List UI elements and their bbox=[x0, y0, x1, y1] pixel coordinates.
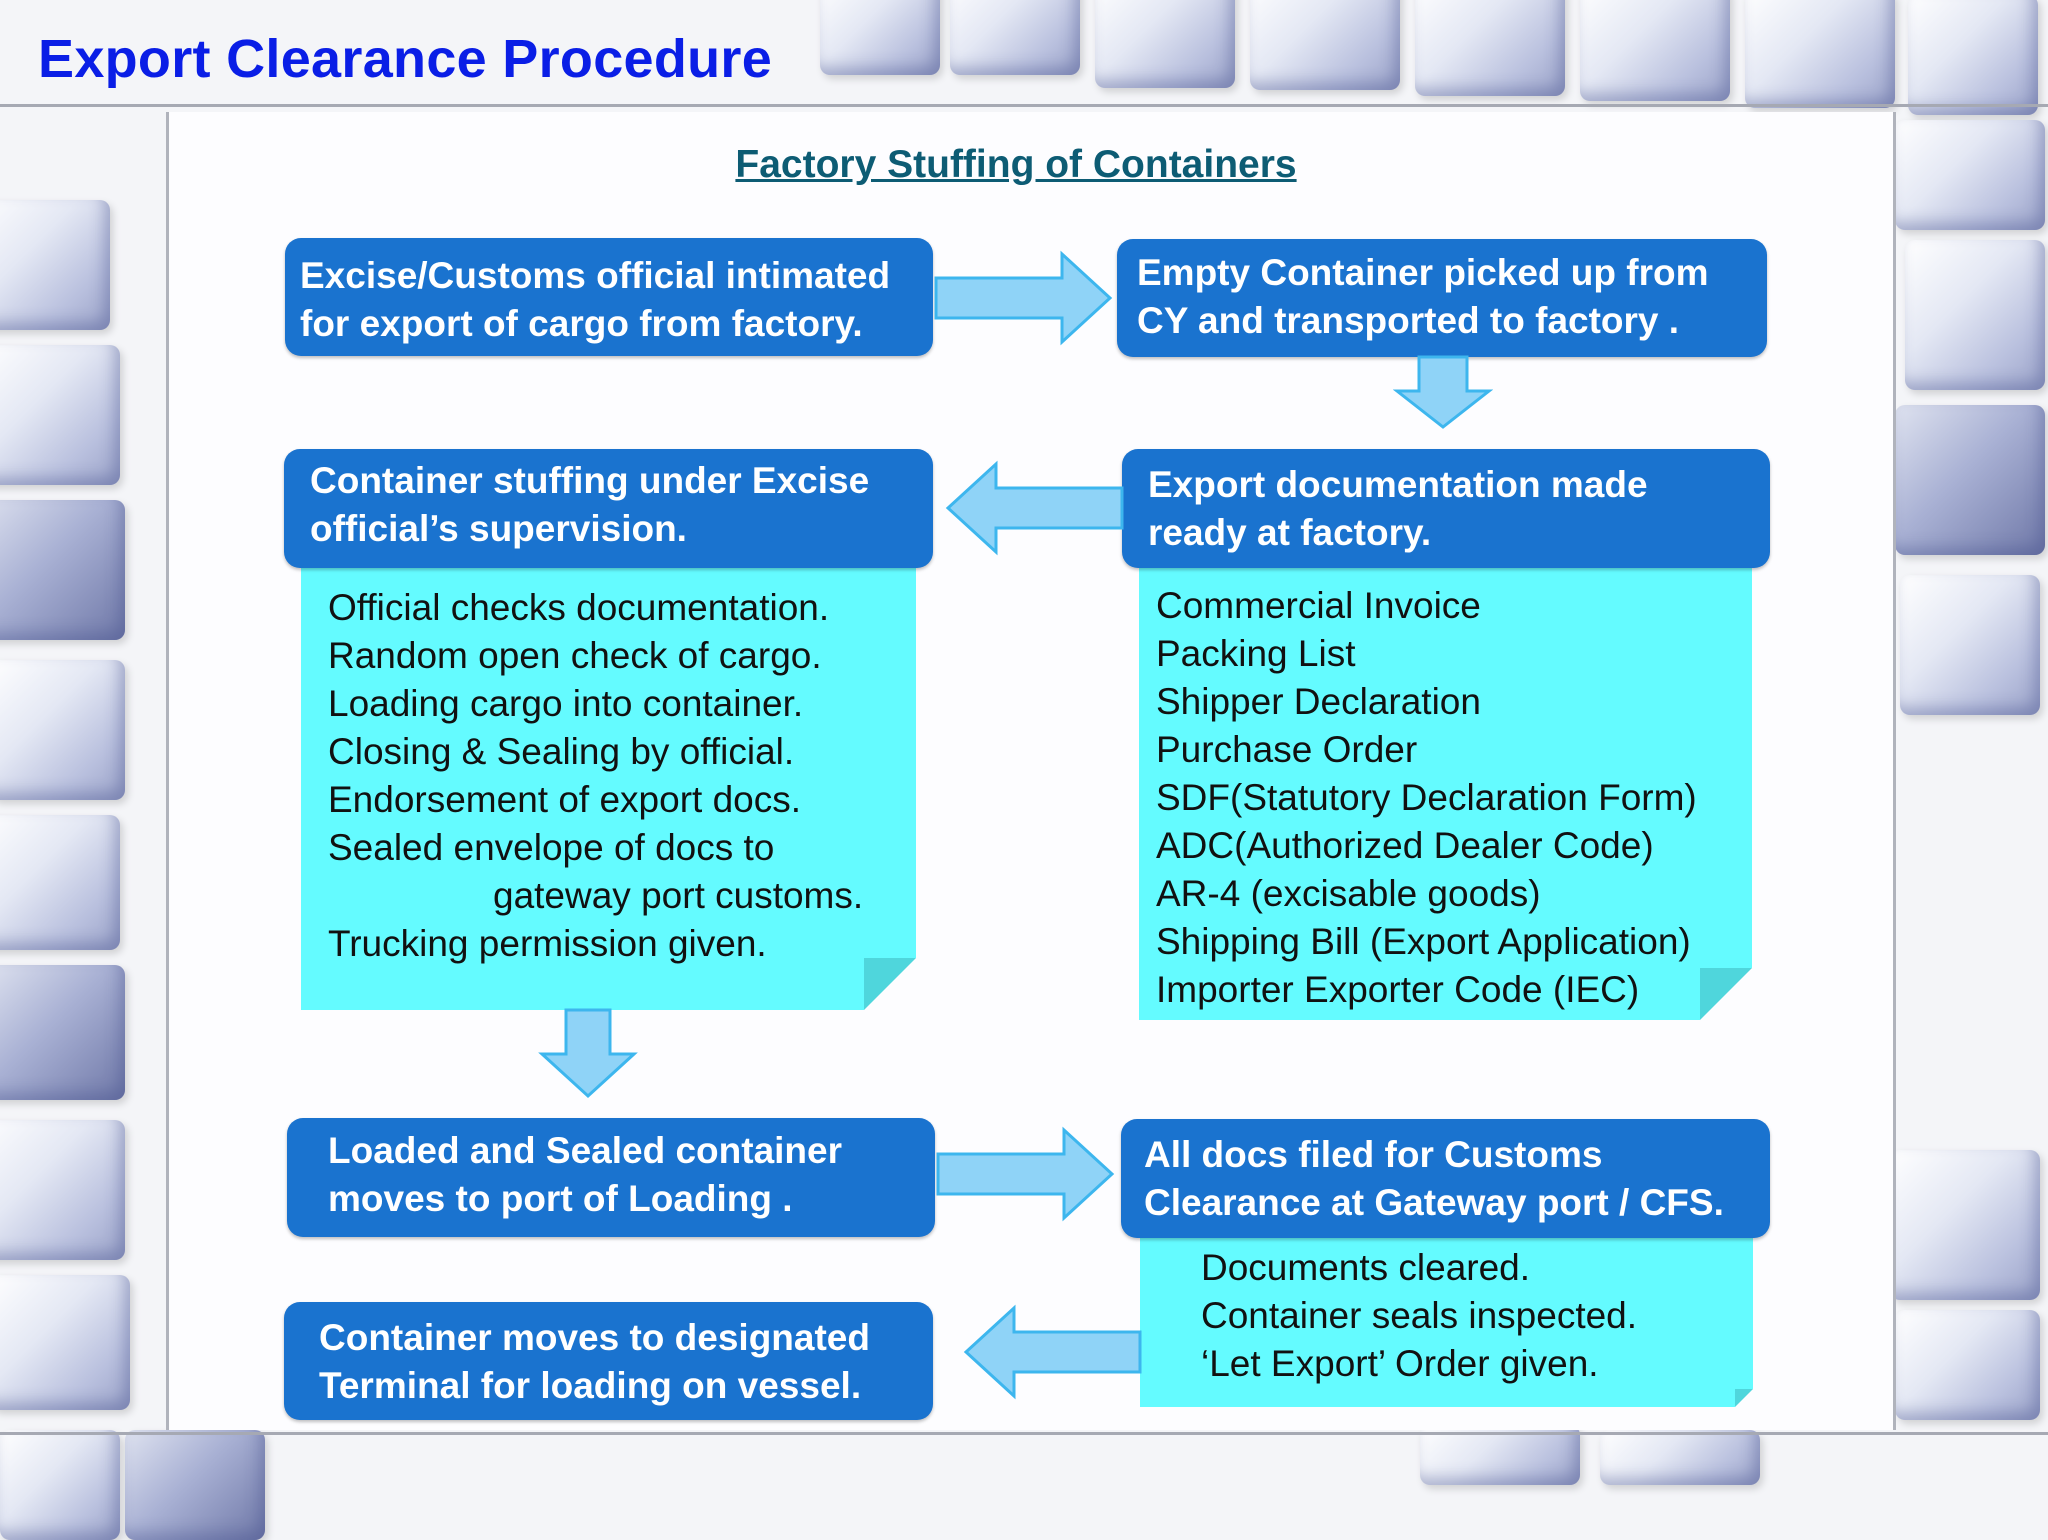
left-arrow-icon bbox=[963, 1304, 1142, 1400]
note-item: Shipper Declaration bbox=[1156, 681, 1481, 722]
note-item: Importer Exporter Code (IEC) bbox=[1156, 969, 1640, 1010]
note-export-documents: Commercial Invoice Packing List Shipper … bbox=[1139, 560, 1752, 1020]
note-item: Random open check of cargo. bbox=[328, 635, 822, 676]
step-line: for export of cargo from factory. bbox=[300, 303, 863, 344]
step-line: ready at factory. bbox=[1148, 512, 1432, 553]
down-arrow-icon bbox=[1393, 355, 1493, 429]
step-export-documentation: Export documentation made ready at facto… bbox=[1122, 449, 1770, 568]
down-arrow-icon bbox=[538, 1008, 638, 1099]
note-item: Endorsement of export docs. bbox=[328, 779, 802, 820]
step-line: Container stuffing under Excise bbox=[310, 460, 870, 501]
diagram-subtitle: Factory Stuffing of Containers bbox=[735, 143, 1297, 186]
note-item: Packing List bbox=[1156, 633, 1356, 674]
step-container-stuffing: Container stuffing under Excise official… bbox=[284, 449, 933, 568]
note-item: Trucking permission given. bbox=[328, 923, 767, 964]
step-line: CY and transported to factory . bbox=[1137, 300, 1680, 341]
page-fold-corner bbox=[1700, 968, 1752, 1020]
left-arrow-icon bbox=[945, 460, 1124, 556]
note-item: AR-4 (excisable goods) bbox=[1156, 873, 1541, 914]
step-line: Terminal for loading on vessel. bbox=[319, 1365, 862, 1406]
step-line: official’s supervision. bbox=[310, 508, 687, 549]
step-line: Excise/Customs official intimated bbox=[300, 255, 891, 296]
page-fold-corner bbox=[864, 958, 916, 1010]
note-item: Official checks documentation. bbox=[328, 587, 830, 628]
note-item: Commercial Invoice bbox=[1156, 585, 1481, 626]
note-item: Closing & Sealing by official. bbox=[328, 731, 795, 772]
note-stuffing-checks: Official checks documentation. Random op… bbox=[301, 560, 916, 1010]
note-item: Sealed envelope of docs to bbox=[328, 827, 775, 868]
right-arrow-icon bbox=[936, 1126, 1115, 1222]
top-rule bbox=[0, 104, 2048, 107]
step-container-to-port: Loaded and Sealed container moves to por… bbox=[287, 1118, 935, 1237]
note-item: ADC(Authorized Dealer Code) bbox=[1156, 825, 1654, 866]
step-container-to-terminal: Container moves to designated Terminal f… bbox=[284, 1302, 933, 1420]
note-item: Shipping Bill (Export Application) bbox=[1156, 921, 1691, 962]
step-line: moves to port of Loading . bbox=[328, 1178, 793, 1219]
step-line: Clearance at Gateway port / CFS. bbox=[1144, 1182, 1724, 1223]
note-item: Loading cargo into container. bbox=[328, 683, 804, 724]
note-item: gateway port customs. bbox=[493, 875, 864, 916]
step-docs-filed-customs: All docs filed for Customs Clearance at … bbox=[1121, 1119, 1770, 1238]
step-official-intimated: Excise/Customs official intimated for ex… bbox=[285, 238, 933, 356]
step-line: Container moves to designated bbox=[319, 1317, 870, 1358]
right-arrow-icon bbox=[934, 250, 1113, 346]
page-title: Export Clearance Procedure bbox=[38, 29, 773, 89]
note-clearance-checks: Documents cleared. Container seals inspe… bbox=[1140, 1232, 1753, 1407]
note-item: ‘Let Export’ Order given. bbox=[1201, 1343, 1599, 1384]
step-line: Export documentation made bbox=[1148, 464, 1648, 505]
step-empty-container-pickup: Empty Container picked up from CY and tr… bbox=[1117, 239, 1767, 357]
note-item: SDF(Statutory Declaration Form) bbox=[1156, 777, 1697, 818]
step-line: Loaded and Sealed container bbox=[328, 1130, 843, 1171]
note-item: Purchase Order bbox=[1156, 729, 1418, 770]
note-item: Container seals inspected. bbox=[1201, 1295, 1638, 1336]
step-line: Empty Container picked up from bbox=[1137, 252, 1709, 293]
page-fold-corner bbox=[1735, 1389, 1753, 1407]
bottom-rule bbox=[0, 1432, 2048, 1435]
note-item: Documents cleared. bbox=[1201, 1247, 1531, 1288]
step-line: All docs filed for Customs bbox=[1144, 1134, 1603, 1175]
